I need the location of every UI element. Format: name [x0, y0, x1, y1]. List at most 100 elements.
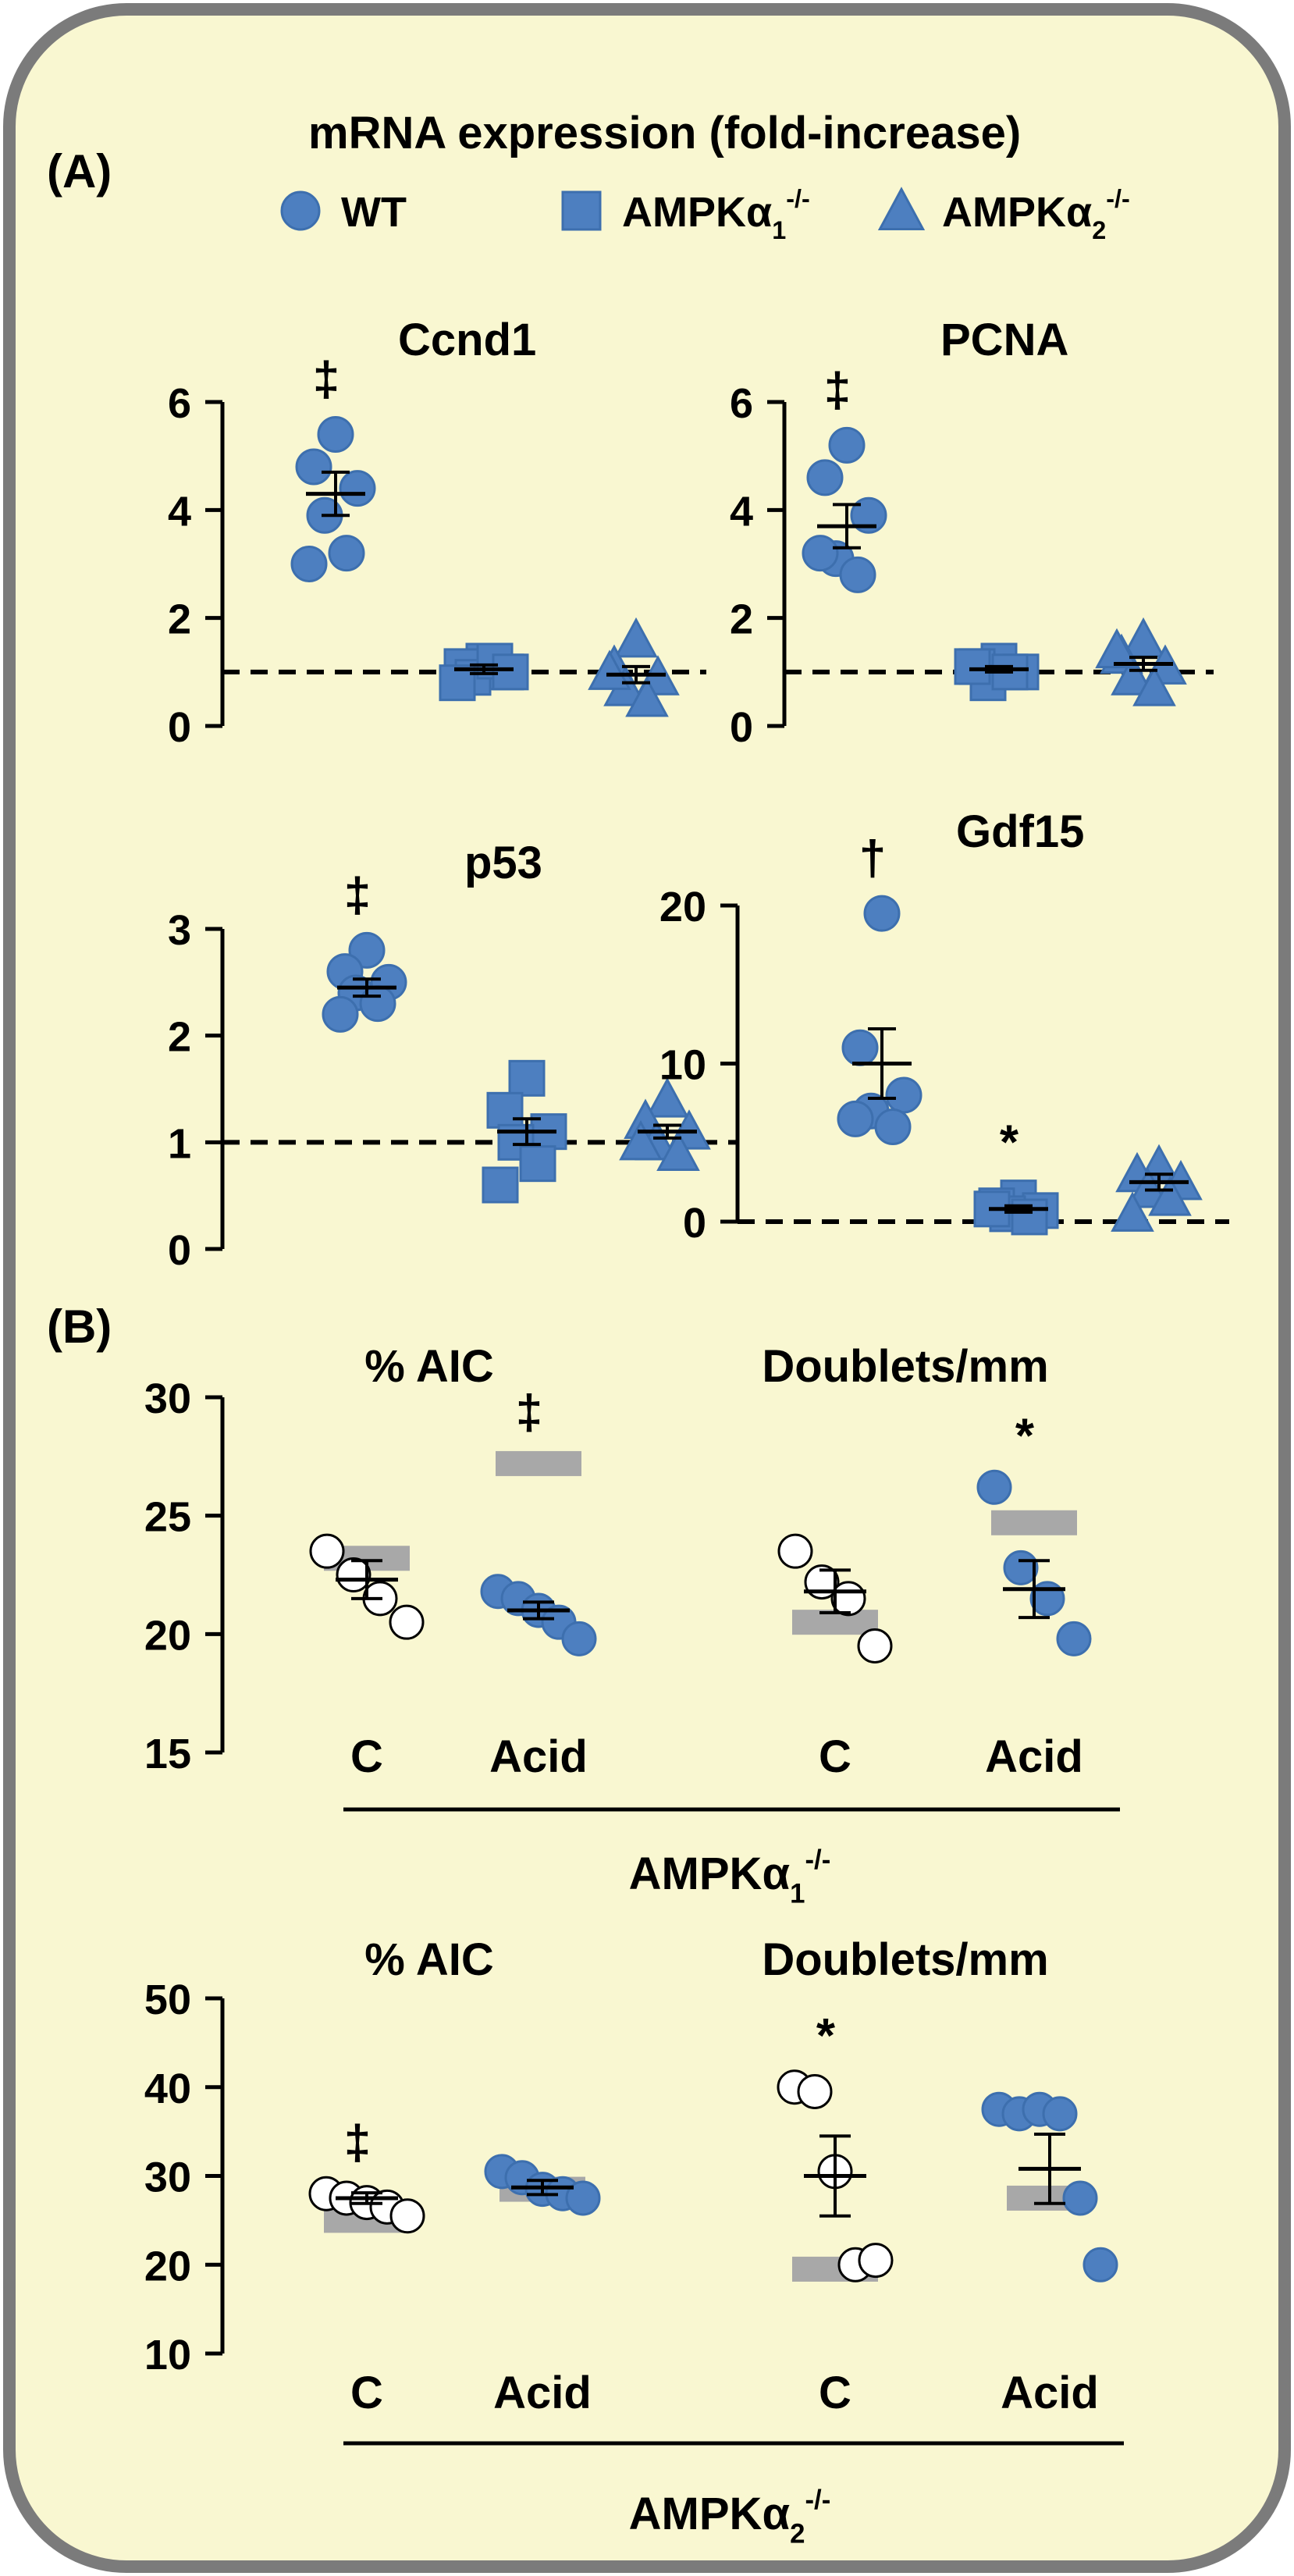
data-point [439, 664, 476, 702]
data-point [508, 1059, 546, 1097]
x-category-label: C [350, 1731, 383, 1782]
group-square: * [973, 1116, 1059, 1236]
data-point [348, 931, 386, 969]
data-point [619, 1119, 663, 1161]
group-square [439, 642, 529, 702]
data-point [295, 448, 332, 486]
data-point [1042, 2096, 1078, 2132]
group-square [482, 1059, 567, 1204]
significance-marker: ‡ [516, 1386, 542, 1439]
significance-marker: ‡ [344, 2115, 371, 2169]
y-tick-label: 20 [659, 884, 706, 930]
group-acid-aic: ‡ [480, 1386, 597, 1656]
y-tick-label: 0 [168, 704, 191, 751]
data-point [290, 546, 328, 582]
data-point [336, 1557, 371, 1592]
data-point [317, 416, 354, 453]
mrna-header: mRNA expression (fold-increase) [308, 108, 1021, 158]
data-point [588, 649, 631, 690]
group-acid-aic [484, 2154, 601, 2216]
legend-marker-square [561, 190, 602, 231]
data-point [1082, 2247, 1118, 2282]
data-point [486, 1091, 524, 1129]
data-point [339, 470, 376, 507]
data-point [828, 426, 866, 464]
group-c-aic [309, 1533, 425, 1640]
significance-marker: ‡ [313, 353, 339, 407]
y-tick-label: 2 [168, 596, 191, 643]
group-circle: ‡ [802, 363, 887, 593]
data-point [1056, 1621, 1092, 1656]
y-tick-label: 20 [144, 1612, 191, 1659]
y-tick-label: 3 [168, 907, 191, 954]
data-point [1111, 1191, 1154, 1232]
y-tick-label: 25 [144, 1494, 191, 1541]
data-point [863, 895, 901, 932]
y-tick-label: 40 [144, 2065, 191, 2112]
data-point [614, 617, 658, 658]
data-point [837, 1100, 874, 1137]
data-point [802, 535, 839, 572]
legend-marker-circle [280, 190, 321, 231]
data-point [857, 1628, 893, 1663]
data-point [777, 1533, 813, 1569]
group-triangle [619, 1077, 711, 1172]
group-circle: ‡ [290, 353, 376, 582]
data-point [976, 1469, 1012, 1505]
significance-marker: ‡ [824, 363, 851, 417]
y-tick-label: 15 [144, 1731, 191, 1777]
group-triangle [1095, 617, 1187, 706]
data-point [1132, 666, 1176, 706]
data-point [874, 1108, 912, 1145]
legend-label-3: AMPKα2-/- [942, 185, 1130, 245]
data-point [839, 556, 876, 593]
data-point [645, 1077, 689, 1118]
data-point [1148, 1176, 1192, 1216]
group-triangle [1111, 1144, 1203, 1232]
data-point [1062, 2180, 1098, 2216]
panel-label-a: (A) [47, 145, 112, 197]
chart-subtitle: Doublets/mm [762, 1934, 1048, 1985]
data-point [841, 1029, 879, 1066]
data-point [328, 535, 365, 572]
data-point [482, 1166, 519, 1204]
data-point [830, 1581, 866, 1617]
data-point [389, 1604, 425, 1640]
data-point [492, 653, 529, 691]
group-c-aic: ‡ [308, 2115, 425, 2234]
y-tick-label: 4 [730, 488, 753, 535]
chart-title: Ccnd1 [398, 315, 536, 365]
significance-marker: † [859, 831, 886, 885]
chart-title: PCNA [940, 315, 1068, 365]
group-acid-doublets: * [976, 1409, 1092, 1656]
y-tick-label: 0 [683, 1200, 706, 1247]
chart-subtitle: % AIC [364, 1341, 493, 1392]
x-category-label: C [350, 2368, 383, 2418]
group-circle: ‡ [322, 868, 407, 1033]
group-triangle [588, 617, 680, 717]
reference-bar [991, 1510, 1077, 1535]
x-category-label: Acid [985, 1731, 1083, 1782]
data-point [797, 2073, 833, 2109]
data-point [1029, 1581, 1065, 1617]
data-point [625, 676, 669, 717]
data-point [806, 459, 844, 496]
figure-panel-background [3, 3, 1291, 2573]
y-tick-label: 50 [144, 1976, 191, 2023]
y-tick-label: 10 [144, 2332, 191, 2379]
chart-subtitle: Doublets/mm [762, 1341, 1048, 1392]
data-point [885, 1076, 923, 1114]
y-tick-label: 0 [730, 704, 753, 751]
data-point [858, 2243, 894, 2279]
chart-title: p53 [464, 838, 542, 888]
y-tick-label: 6 [168, 380, 191, 427]
group-c-doublets: * [777, 2009, 894, 2282]
group-acid-doublets [981, 2091, 1118, 2282]
